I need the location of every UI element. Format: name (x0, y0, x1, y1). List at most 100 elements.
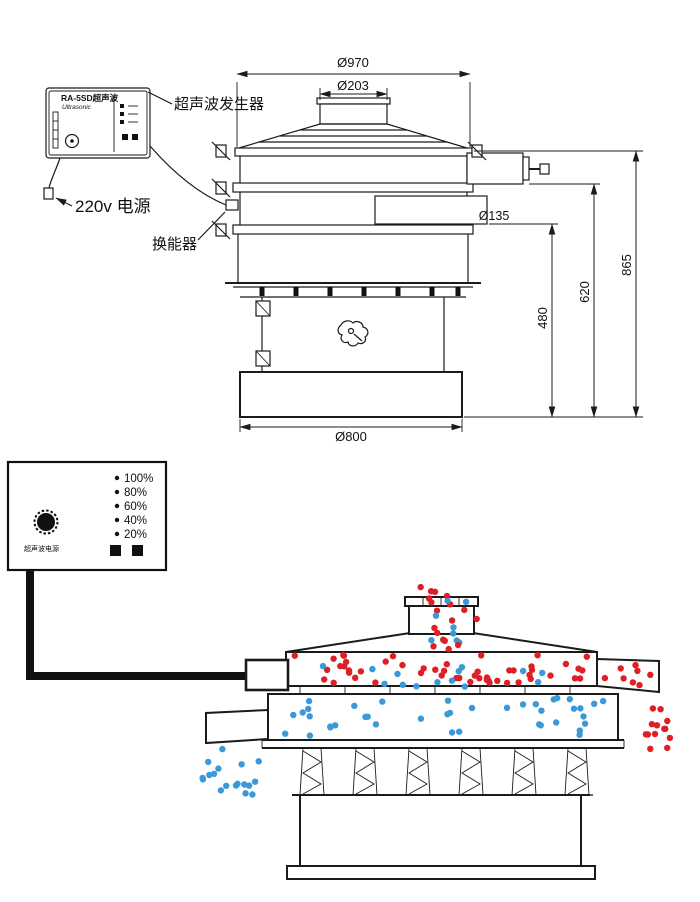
blue-particle (550, 696, 557, 703)
red-particle (634, 667, 641, 674)
panel-knob (37, 513, 55, 531)
red-particle (575, 665, 582, 672)
blue-particle (503, 704, 511, 711)
schematic-inlet-rim (404, 596, 479, 607)
support-spring (401, 747, 435, 796)
blue-particle (381, 680, 388, 687)
transducer-connector (225, 199, 239, 211)
ultrasonic-power-panel: 超声波电源 100% 80% 60% 40% 20% (6, 460, 168, 572)
blue-particle (428, 637, 435, 644)
red-particle (664, 744, 671, 752)
red-particle (427, 588, 435, 595)
power-label: 220v 电源 (75, 197, 151, 216)
dim-top-diameter: Ø970 (337, 55, 369, 70)
percent-60: 60% (124, 501, 147, 513)
red-particle (340, 652, 348, 659)
dim-upper-outlet-height: 620 (577, 281, 592, 303)
red-particle (601, 674, 609, 682)
red-particle (666, 734, 674, 742)
transducer-label: 换能器 (152, 236, 197, 253)
red-particle (440, 636, 447, 643)
technical-drawing: RA-5SD超声波 Ultrasonic 超声波发生器 220v (43, 55, 643, 444)
generator-leader-line (147, 91, 173, 105)
red-particle (473, 615, 480, 623)
ring-band (232, 224, 474, 235)
red-particle (636, 681, 643, 689)
blue-particle (217, 787, 225, 794)
blue-particle (570, 705, 578, 712)
red-particle (443, 661, 450, 668)
red-particle (434, 629, 441, 637)
clamp (211, 220, 231, 240)
blue-particle (434, 679, 441, 686)
blue-particle (319, 662, 327, 670)
red-particle (649, 705, 657, 712)
red-particle (456, 674, 463, 682)
red-particle (534, 652, 541, 659)
blue-particle (534, 679, 542, 686)
blue-particle (399, 681, 406, 688)
callout-labels: 超声波发生器 220v 电源 换能器 (43, 91, 264, 253)
blue-particle (444, 597, 451, 605)
red-particle (664, 717, 671, 725)
red-particle (425, 595, 433, 602)
dim-total-height: 865 (619, 254, 634, 276)
inlet-port (319, 103, 388, 125)
red-particle (562, 660, 570, 668)
dome-lid (234, 123, 473, 157)
motor-drum (255, 297, 445, 372)
red-particle (382, 658, 389, 665)
motor-symbol (337, 320, 369, 347)
red-particle (430, 643, 437, 650)
percent-20: 20% (124, 529, 147, 541)
red-particle (629, 679, 637, 686)
red-particle (431, 624, 438, 632)
panel-button (132, 545, 143, 556)
dimensions: Ø970 Ø203 Ø135 480 620 865 (236, 55, 643, 444)
generator-box-subtitle: Ultrasonic (62, 104, 92, 111)
blue-particle (241, 781, 248, 788)
blue-particle (448, 729, 456, 736)
blue-particle (299, 709, 306, 716)
power-cord (48, 157, 61, 189)
blue-particle (251, 778, 259, 785)
red-particle (433, 607, 441, 614)
red-particle (571, 675, 579, 682)
transducer-cable (149, 145, 227, 206)
blue-particle (290, 711, 297, 719)
blue-particle (450, 624, 457, 631)
blue-particle (234, 780, 241, 787)
red-particle (526, 671, 533, 679)
inlet-lip (316, 97, 391, 105)
blue-particle (199, 774, 206, 782)
red-particle (644, 731, 652, 738)
blue-particle (223, 782, 230, 789)
red-particle (291, 652, 298, 659)
transducer-box (244, 658, 290, 692)
blue-particle (566, 696, 573, 703)
blue-particle (219, 745, 226, 753)
percent-80: 80% (124, 487, 147, 499)
red-particle (448, 617, 456, 624)
blue-particle (242, 790, 249, 797)
transducer-leader-line (197, 211, 226, 241)
particle-field (199, 583, 674, 798)
panel-button (132, 134, 138, 140)
blue-particle (455, 668, 462, 675)
support-spring (454, 747, 488, 796)
support-spring (560, 747, 594, 796)
blue-particle (327, 724, 334, 731)
red-particle (617, 665, 624, 672)
blue-particle (456, 728, 463, 735)
blue-particle (536, 721, 543, 728)
blue-particle (461, 683, 468, 690)
lower-discharge-outlet (374, 195, 488, 225)
ring-band (232, 182, 474, 193)
dim-outlet-diameter: Ø135 (479, 209, 510, 223)
red-particle (352, 674, 359, 681)
red-particle (583, 653, 590, 660)
machine-base (239, 371, 463, 418)
red-particle (323, 666, 331, 673)
blue-particle (379, 698, 386, 705)
red-particle (345, 667, 353, 674)
